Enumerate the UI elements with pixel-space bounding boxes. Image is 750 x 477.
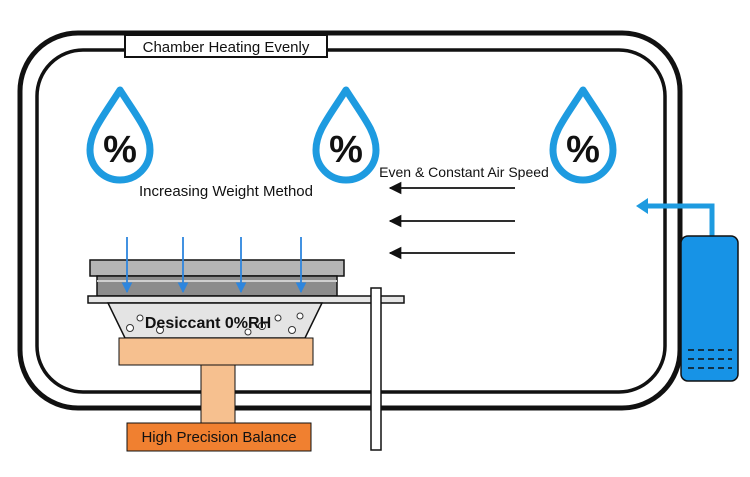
sample-plate-top (89, 259, 345, 277)
desiccant-label: Desiccant 0%RH (145, 315, 271, 332)
support-post (370, 287, 382, 451)
title-box (124, 34, 328, 58)
water-level-lines (688, 349, 732, 369)
balance-stem (200, 364, 236, 424)
desiccant-granules (126, 312, 304, 336)
droplet-percent-sign: % (103, 129, 137, 171)
water-tank (680, 235, 739, 382)
humidity-droplet-icon: % (549, 86, 617, 184)
chamber-title: Chamber Heating Evenly (143, 39, 310, 56)
chamber-inner-wall (35, 48, 667, 394)
humidity-droplet-icon: % (86, 86, 154, 184)
humidity-droplet-icon: % (312, 86, 380, 184)
droplet-percent-sign: % (566, 129, 600, 171)
method-label: Increasing Weight Method (139, 183, 313, 200)
inlet-pipe (645, 203, 715, 238)
airflow-label: Even & Constant Air Speed (379, 164, 549, 180)
balance-label-box (126, 422, 312, 452)
balance-label: High Precision Balance (141, 429, 296, 446)
chamber-outer-wall (17, 30, 683, 411)
inlet-pipe-arrowhead (636, 198, 648, 214)
balance-pan-base (118, 337, 314, 366)
support-bar (87, 295, 405, 304)
droplet-percent-sign: % (329, 129, 363, 171)
